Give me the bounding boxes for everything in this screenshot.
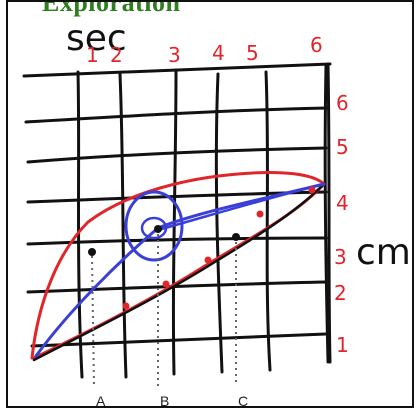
point-label-b: B	[160, 393, 169, 406]
x-tick-2: 2	[110, 43, 123, 67]
red-point	[204, 256, 212, 264]
black-line	[32, 182, 326, 362]
y-tick-5: 5	[336, 135, 349, 159]
page-heading: Exploration	[42, 0, 181, 17]
grid-line-top	[22, 62, 332, 78]
grid-horizontal	[22, 62, 332, 364]
grid-line-v4	[214, 72, 224, 374]
grid-line-axis-right	[326, 62, 332, 364]
point-label-c: C	[238, 393, 248, 406]
x-tick-5: 5	[246, 41, 259, 65]
hand-drawn-graph: A B C sec 1 2 3 4 5 6 6 5 4 3 2 1 cm	[22, 18, 411, 406]
point-c-marker	[232, 233, 240, 241]
blue-inner-loop	[140, 216, 168, 240]
drop-line-a	[91, 255, 95, 387]
x-axis-unit: sec	[66, 18, 127, 59]
y-tick-2: 2	[334, 281, 347, 305]
point-label-a: A	[96, 393, 106, 406]
grid-line-h6	[24, 106, 330, 124]
point-a-marker	[88, 248, 96, 256]
red-point	[162, 280, 170, 288]
grid-line-v1	[76, 70, 84, 379]
grid-line-h1	[30, 332, 328, 348]
red-point	[122, 302, 130, 310]
x-tick-3: 3	[168, 43, 181, 67]
point-b-marker	[154, 225, 162, 233]
grid-line-h5	[26, 146, 328, 164]
grid-line-h2	[26, 280, 328, 294]
marked-points	[88, 225, 240, 387]
x-tick-4: 4	[212, 41, 225, 65]
red-point	[308, 186, 316, 194]
grid-line-h3	[26, 236, 328, 246]
red-point	[256, 210, 264, 218]
y-tick-3: 3	[334, 245, 347, 269]
y-tick-1: 1	[336, 333, 349, 357]
figure-frame: Exploration	[6, 0, 414, 408]
grid-line-v5	[264, 70, 272, 372]
y-tick-4: 4	[336, 191, 349, 215]
y-tick-6: 6	[336, 91, 349, 115]
grid-line-v2	[118, 72, 128, 379]
red-points	[122, 186, 316, 310]
x-tick-6: 6	[310, 33, 323, 57]
x-axis-ticks: 1 2 3 4 5 6	[86, 33, 323, 67]
x-tick-1: 1	[86, 43, 99, 67]
blue-secant	[156, 182, 326, 232]
y-axis-unit: cm	[356, 232, 411, 273]
y-axis-ticks: 6 5 4 3 2 1	[334, 91, 349, 357]
blue-circle	[124, 190, 184, 262]
